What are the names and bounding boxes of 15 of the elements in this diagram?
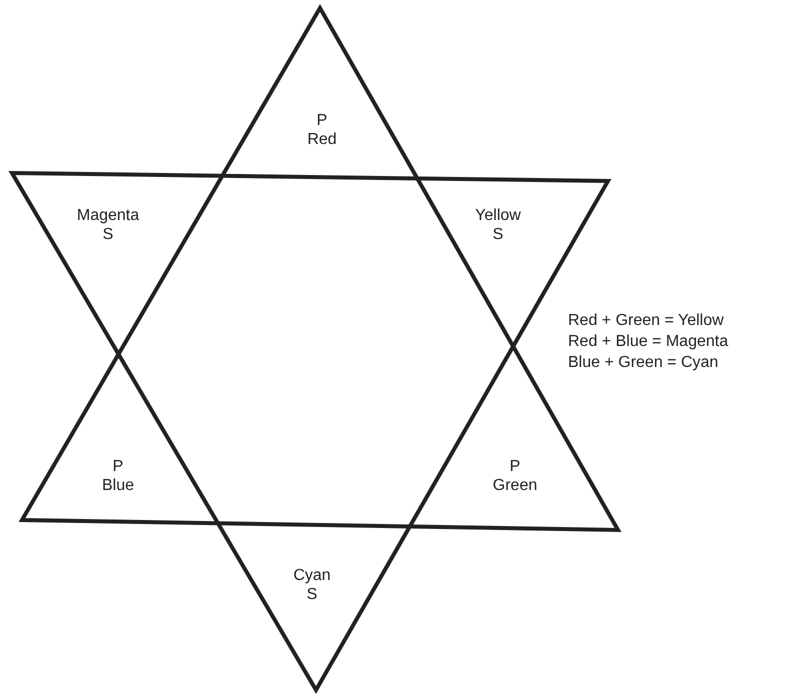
region-label: S [102,225,114,244]
region-label: Green [492,476,538,495]
color-equation: Red + Blue = Magenta [568,332,728,351]
region-label: P [510,457,520,476]
region-label: S [306,585,318,604]
region-label: P [316,111,328,130]
region-label: Magenta [76,206,140,225]
region-label: P [112,457,124,476]
color-equation: Red + Green = Yellow [568,311,724,330]
region-label: Yellow [475,206,521,225]
region-label: Cyan [293,566,331,585]
region-label: S [492,225,504,244]
region-label: Red [307,130,337,149]
region-label: Blue [102,476,134,495]
color-equation: Blue + Green = Cyan [568,353,718,372]
